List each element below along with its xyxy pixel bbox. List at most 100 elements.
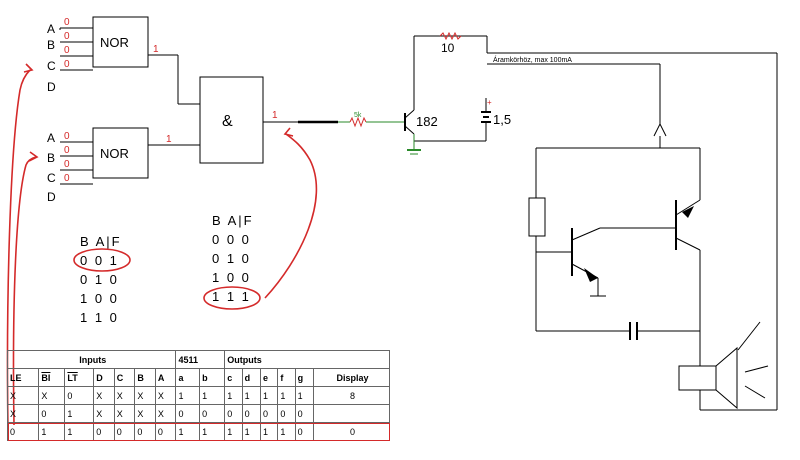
column-header: LE [6, 368, 40, 387]
truth-table-left-row: 1 0 0 [80, 291, 119, 306]
truth-table-left: B A|F 0 0 1 0 1 0 1 0 0 1 1 0 [80, 232, 122, 327]
table-cell: X [6, 404, 40, 423]
resistor-icon [528, 197, 546, 237]
table-title-row: Inputs 4511 Outputs [6, 350, 390, 369]
column-header: c [224, 368, 243, 387]
truth-table-mid: B A|F 0 0 0 0 1 0 1 0 0 1 1 1 [212, 211, 254, 306]
table-cell: 0 [6, 422, 40, 441]
table-cell: X [93, 386, 115, 405]
table-cell: X [154, 404, 177, 423]
table-cell: 1 [241, 386, 261, 405]
table-cell: 0 [277, 404, 296, 423]
column-header: f [277, 368, 296, 387]
table-cell: 1 [38, 422, 66, 441]
nor-gate-1: NOR A B C D 0 0 0 0 1 [47, 16, 200, 105]
table-cell: 1 [64, 422, 95, 441]
nor1-value-c: 0 [64, 45, 70, 56]
table-cell: 1 [199, 386, 226, 405]
base-resistor-label: 5k [354, 112, 362, 119]
table-cell: X [134, 386, 156, 405]
transistor-label: 182 [416, 114, 438, 129]
table-row: X 0 1 X X X X 0 0 0 0 0 0 0 [6, 404, 390, 423]
table-cell: 1 [64, 404, 95, 423]
truth-table-mid-header: B A|F [212, 213, 254, 228]
outputs-title: Outputs [224, 350, 390, 369]
table-cell: X [38, 386, 66, 405]
column-header: BI [38, 368, 66, 387]
nor1-input-a: A [47, 22, 55, 36]
table-cell: 0 [93, 422, 115, 441]
table-cell: X [113, 404, 136, 423]
table-cell: 1 [241, 422, 261, 441]
chip-title: 4511 [175, 350, 226, 369]
truth-table-mid-row: 0 0 0 [212, 232, 251, 247]
nor2-input-d: D [47, 190, 56, 204]
circle-left-row [73, 248, 131, 272]
battery-plus: + [487, 98, 492, 107]
table-cell: 0 [259, 404, 279, 423]
table-cell: 0 [154, 422, 177, 441]
table-cell: 0 [313, 422, 390, 441]
table-cell: 0 [113, 422, 136, 441]
table-cell [313, 404, 390, 423]
nor1-input-b: B [47, 38, 55, 52]
speaker-icon [678, 365, 717, 391]
nor1-input-c: C [47, 59, 56, 73]
truth-table-4511: Inputs 4511 Outputs LE BI LT D C B A a b… [6, 350, 390, 441]
table-cell: 1 [224, 386, 243, 405]
truth-table-left-row: 0 1 0 [80, 272, 119, 287]
table-cell: 1 [277, 386, 296, 405]
nor2-input-c: C [47, 171, 56, 185]
nor2-value-d: 0 [64, 173, 70, 184]
table-cell: 0 [241, 404, 261, 423]
table-cell: 8 [313, 386, 390, 405]
table-cell: 0 [134, 422, 156, 441]
collector-resistor-label: 10 [441, 41, 455, 55]
inputs-title: Inputs [6, 350, 177, 369]
annotation-arrows [6, 63, 318, 431]
column-header: C [113, 368, 136, 387]
table-row: X X 0 X X X X 1 1 1 1 1 1 1 8 [6, 386, 390, 405]
column-header: D [93, 368, 115, 387]
nor-gate-2: NOR A B C D 0 0 0 0 1 [47, 127, 200, 204]
nor2-value-b: 0 [64, 145, 70, 156]
table-cell: 0 [175, 404, 201, 423]
nor1-input-d: D [47, 80, 56, 94]
table-cell: X [154, 386, 177, 405]
arrow-to-and-output [264, 133, 318, 299]
arrow-to-nor2 [12, 156, 37, 426]
table-cell: 0 [38, 404, 66, 423]
nor1-value-b: 0 [64, 31, 70, 42]
nor2-value-a: 0 [64, 131, 70, 142]
truth-table-mid-row: 0 1 0 [212, 251, 251, 266]
table-row-highlighted: 0 1 1 0 0 0 0 1 1 1 1 1 1 0 0 [6, 422, 390, 441]
table-cell: 1 [175, 386, 201, 405]
column-header: d [241, 368, 261, 387]
collector-resistor-icon [439, 31, 462, 41]
column-header: a [175, 368, 201, 387]
table-cell: X [113, 386, 136, 405]
column-header: A [154, 368, 177, 387]
table-cell: 1 [259, 386, 279, 405]
table-header-row: LE BI LT D C B A a b c d e f g Display [6, 368, 390, 387]
terminal-icon [653, 122, 667, 137]
truth-table-mid-row: 1 1 1 [212, 289, 251, 304]
nor2-input-b: B [47, 151, 55, 165]
transistor-driver: 5k 182 10 Áramkörhöz, max 100mA + 1,5 [298, 31, 778, 410]
table-cell: X [6, 386, 40, 405]
oscillator-circuit [528, 122, 777, 411]
column-header: g [294, 368, 315, 387]
column-header: Display [313, 368, 390, 387]
nor-gate-1-label: NOR [100, 35, 129, 50]
battery-label: 1,5 [493, 112, 511, 127]
table-cell: 1 [259, 422, 279, 441]
truth-table-left-row: 1 1 0 [80, 310, 119, 325]
truth-table-left-row: 0 0 1 [80, 253, 119, 268]
column-header: LT [64, 368, 95, 387]
column-header: e [259, 368, 279, 387]
table-cell: 0 [224, 404, 243, 423]
nor2-value-c: 0 [64, 159, 70, 170]
and-gate-label: & [222, 113, 233, 130]
